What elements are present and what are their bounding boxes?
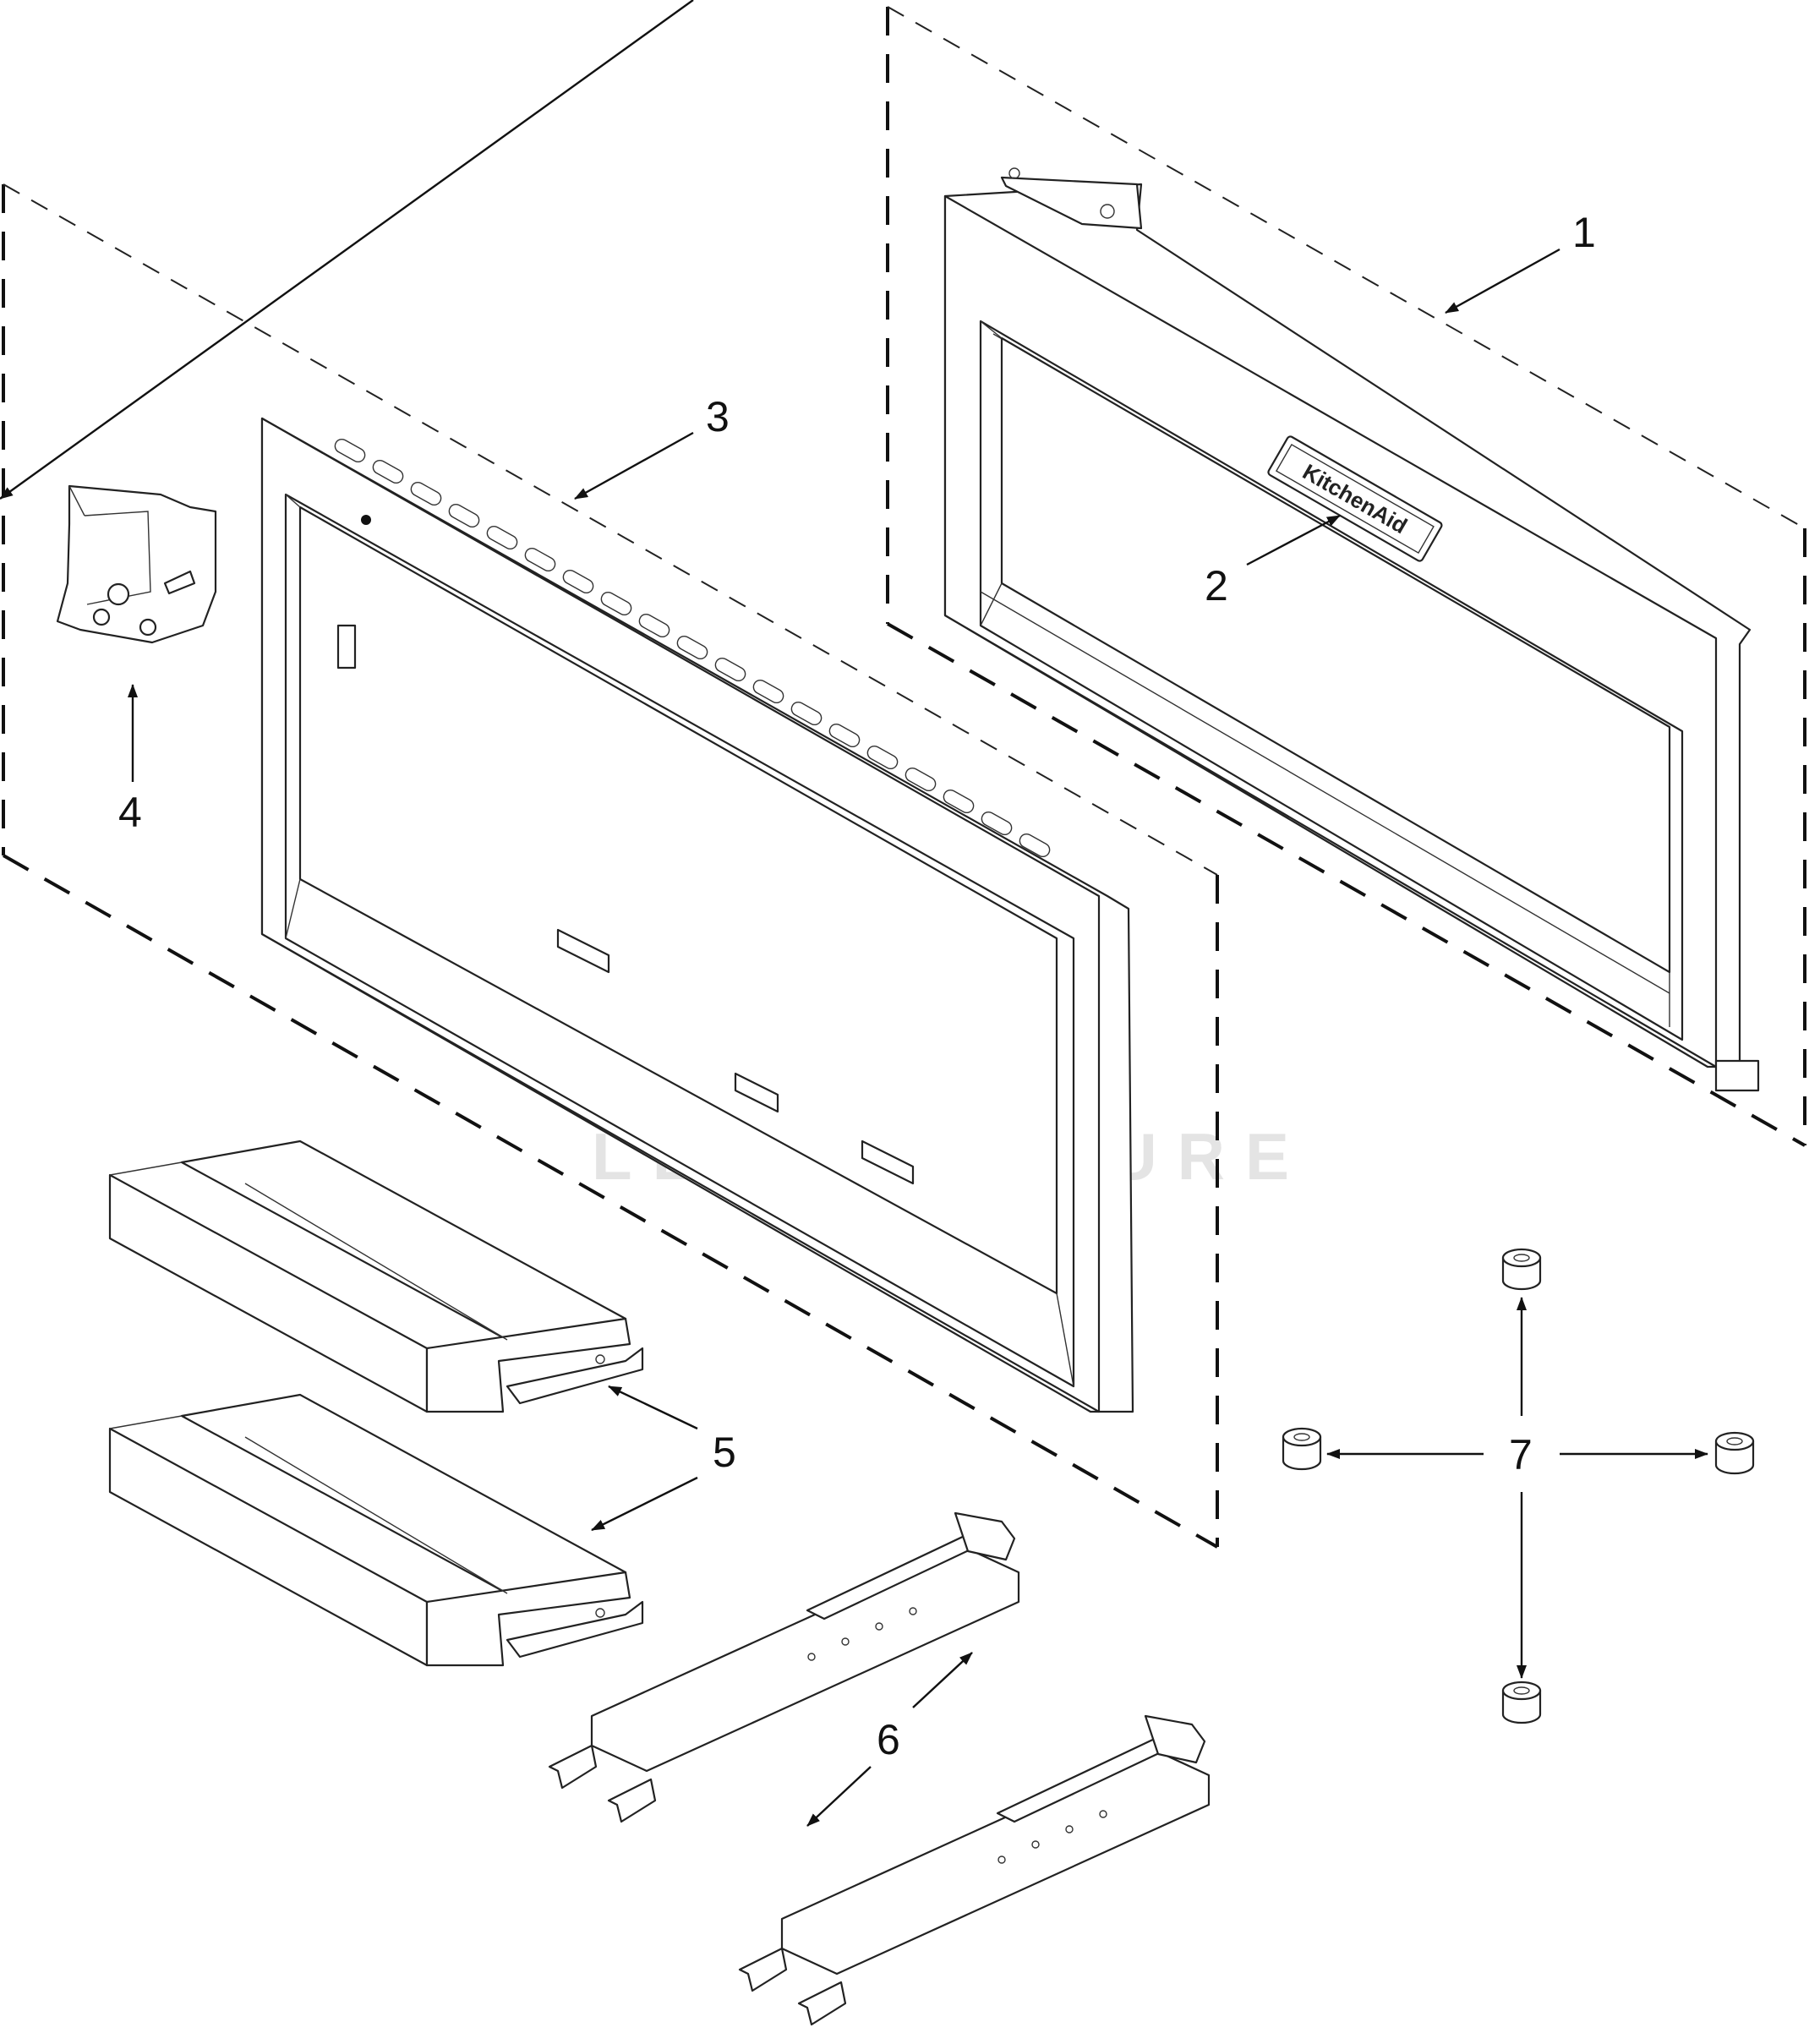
leader-6b — [806, 1766, 872, 1827]
part-7-grommet-left — [1282, 1427, 1322, 1471]
leader-5a — [608, 1385, 698, 1430]
callout-6: 6 — [877, 1716, 900, 1763]
part-5-filler-lower — [108, 1393, 644, 1667]
part-6-rail-upper — [548, 1511, 1020, 1823]
callout-labels: 1 2 3 4 5 6 7 — [118, 209, 1596, 1763]
callout-7: 7 — [1509, 1431, 1533, 1478]
part3-guide-box — [2, 183, 1219, 1549]
part-7-grommet-top — [1501, 1248, 1542, 1291]
callout-5: 5 — [713, 1429, 736, 1476]
part-4-hardware-bag — [56, 484, 217, 644]
leader-3b — [574, 431, 694, 500]
leader-1 — [1445, 248, 1560, 314]
frame-slots — [334, 438, 1051, 858]
callout-4: 4 — [118, 789, 142, 836]
callout-2: 2 — [1205, 562, 1228, 609]
callout-3: 3 — [706, 393, 730, 440]
part1-guide-box — [886, 6, 1806, 1147]
part-7-grommet-right — [1714, 1431, 1755, 1475]
leader-arrows — [0, 0, 1708, 1827]
part-1-trim-frame — [943, 167, 1760, 1092]
part-5-filler-upper — [108, 1139, 644, 1413]
part-6-rail-lower — [738, 1714, 1211, 2026]
callout-1: 1 — [1572, 209, 1596, 256]
part-7-grommet-bottom — [1501, 1681, 1542, 1724]
leader-3 — [0, 0, 694, 500]
leader-5b — [591, 1476, 698, 1532]
part-3-mounting-frame — [260, 417, 1134, 1413]
leader-6a — [912, 1652, 973, 1708]
leader-2 — [1246, 514, 1341, 566]
